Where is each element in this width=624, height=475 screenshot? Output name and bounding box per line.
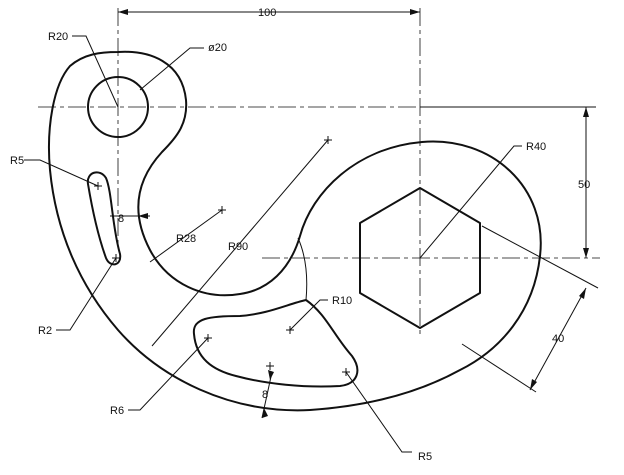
center-marks [94, 136, 350, 376]
dimension-lines [24, 9, 599, 453]
bottom-slot [192, 299, 359, 388]
label-r28: R28 [176, 233, 196, 245]
dimension-text: 100 50 40 8 8 R20 ø20 R5 R2 R28 R90 R40 … [10, 7, 590, 463]
leader-r5-top [24, 159, 99, 187]
label-r10: R10 [332, 295, 352, 307]
dim-50-text: 50 [578, 179, 590, 191]
leader-r20 [72, 35, 119, 108]
mark-r10 [286, 326, 294, 334]
leader-r10 [289, 299, 328, 331]
mark-r90 [324, 136, 332, 144]
leader-r2 [56, 257, 117, 331]
dim-40-line [529, 287, 587, 391]
dim-8-left-text: 8 [118, 213, 124, 225]
dim-40-ext-b [461, 343, 537, 393]
left-slot [86, 171, 122, 266]
mark-r2 [112, 254, 120, 262]
label-r6: R6 [110, 405, 124, 417]
mark-r5-bottom [342, 368, 350, 376]
dim-40-ext-a [481, 225, 599, 289]
leader-r28 [149, 209, 223, 263]
construction-arc [297, 237, 308, 301]
small-hole [87, 76, 149, 138]
dim-40-text: 40 [552, 333, 564, 345]
dim-100-arrow-right [410, 9, 420, 15]
leader-dia20 [139, 47, 204, 91]
dim-8-bottom-arrow-b [262, 408, 268, 418]
label-r5-bottom: R5 [418, 451, 432, 463]
leader-r90 [151, 139, 329, 347]
dim-40-arrow-a [579, 288, 586, 299]
hexagon [359, 187, 481, 329]
leader-r5-bottom [345, 371, 412, 453]
mark-r28 [218, 206, 226, 214]
outer-profile [47, 50, 542, 412]
dim-8-bottom-text: 8 [262, 389, 268, 401]
mark-r5-top [94, 182, 102, 190]
mark-r10b [266, 362, 274, 370]
dim-100-text: 100 [258, 7, 276, 19]
dim-8-bottom-arrow-a [268, 370, 274, 380]
mark-r6 [204, 334, 212, 342]
label-r90: R90 [228, 241, 248, 253]
label-r40: R40 [526, 141, 546, 153]
center-lines [38, 8, 600, 338]
leader-r40 [419, 145, 522, 259]
dim-8-left-arrow [138, 213, 148, 219]
part-outline [47, 50, 542, 412]
label-r20: R20 [48, 31, 68, 43]
label-dia20: ø20 [208, 42, 227, 54]
label-r2: R2 [38, 325, 52, 337]
dim-40-arrow-b [530, 379, 537, 390]
label-r5-top: R5 [10, 155, 24, 167]
dim-100-arrow-left [118, 9, 128, 15]
dim-50-arrow-top [583, 107, 589, 117]
leader-r6 [128, 337, 209, 411]
dim-50-arrow-bottom [583, 248, 589, 258]
